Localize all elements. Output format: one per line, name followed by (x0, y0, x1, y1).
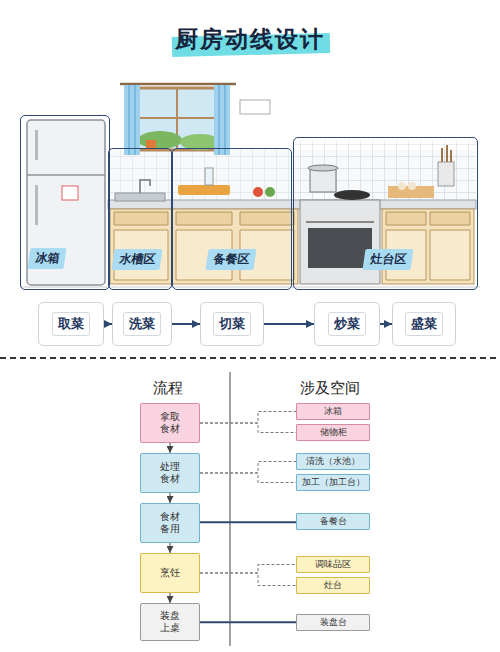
pot-lid (308, 165, 338, 171)
space-box: 冰箱 (296, 403, 370, 420)
fridge-divider (27, 174, 105, 176)
process-label: 拿取 食材 (159, 411, 181, 435)
process-label: 食材 备用 (159, 511, 181, 535)
process-label: 装盘 上桌 (159, 610, 181, 634)
step-label: 盛菜 (405, 312, 443, 336)
zone-label: 冰箱 (28, 248, 67, 269)
space-label: 装盘台 (320, 617, 347, 629)
column-divider (230, 372, 231, 646)
zone-label: 灶台区 (363, 249, 414, 270)
space-label: 调味品区 (315, 559, 351, 571)
process-label: 处理 食材 (159, 461, 181, 485)
oven-window (308, 228, 372, 268)
drawers (114, 212, 470, 225)
zone-outline: 冰箱 (20, 115, 110, 290)
oven-handle (306, 221, 374, 223)
flow-step: 取菜 (38, 302, 104, 346)
bottle (205, 168, 213, 185)
space-label: 清洗（水池） (306, 456, 360, 468)
zone-outline: 灶台区 (293, 137, 478, 290)
stove (300, 200, 380, 284)
window-bar (132, 117, 222, 119)
zone-label: 备餐区 (206, 249, 257, 270)
zone-outline: 水槽区 (108, 148, 172, 290)
window (132, 88, 222, 150)
process-box: 拿取 食材 (140, 403, 200, 443)
space-box: 灶台 (296, 577, 370, 594)
sink (115, 193, 165, 201)
step-label: 切菜 (213, 312, 251, 336)
space-label: 备餐台 (320, 516, 347, 528)
space-box: 备餐台 (296, 513, 370, 530)
step-label: 炒菜 (328, 312, 366, 336)
utensil-jar (438, 162, 454, 186)
process-box: 食材 备用 (140, 503, 200, 543)
column-header: 涉及空间 (300, 379, 360, 398)
dashed-connector (200, 573, 296, 586)
flow-step: 切菜 (200, 302, 264, 346)
fridge-handle (35, 130, 38, 160)
curtain (124, 85, 140, 155)
food-tray (178, 185, 230, 195)
curtain-stripes (129, 85, 225, 155)
process-label: 烹饪 (159, 567, 181, 579)
zone-outline: 备餐区 (172, 148, 292, 290)
wall-sign (240, 100, 270, 114)
space-label: 加工（加工台） (302, 477, 365, 489)
egg (398, 182, 406, 190)
floor-line (20, 287, 480, 288)
fridge-note (62, 186, 78, 200)
space-label: 灶台 (324, 580, 342, 592)
space-label: 储物柜 (320, 427, 347, 439)
process-box: 烹饪 (140, 553, 200, 593)
step-label: 取菜 (52, 312, 90, 336)
dashed-connector (200, 423, 296, 433)
utensils (442, 145, 451, 162)
dashed-connector (200, 412, 296, 424)
flow-arrow (170, 543, 171, 553)
dashed-connector (200, 462, 296, 474)
fridge-handle (35, 185, 38, 225)
section-divider (0, 357, 500, 359)
space-box: 加工（加工台） (296, 474, 370, 491)
process-box: 处理 食材 (140, 453, 200, 493)
flow-step: 洗菜 (112, 302, 172, 346)
cabinet-doors (114, 230, 470, 280)
dashed-connector (200, 473, 296, 483)
fridge (27, 120, 105, 285)
flow-step: 炒菜 (314, 302, 380, 346)
curtain (214, 85, 230, 155)
space-box: 装盘台 (296, 614, 370, 631)
flow-arrow (200, 621, 296, 623)
flow-arrow (380, 323, 392, 325)
space-box: 储物柜 (296, 424, 370, 441)
faucet (140, 180, 150, 193)
column-header: 流程 (153, 379, 183, 398)
egg (408, 182, 416, 190)
flow-arrow (172, 323, 200, 325)
bush (138, 131, 182, 149)
space-label: 冰箱 (324, 406, 342, 418)
stove-tiles (295, 140, 476, 202)
tomato (253, 187, 263, 197)
flow-arrow (170, 443, 171, 453)
flow-arrow (200, 521, 296, 523)
zone-label: 水槽区 (112, 249, 163, 270)
vegetable (265, 187, 275, 197)
pan (334, 190, 370, 200)
flow-arrow (264, 323, 314, 325)
flow-arrow (104, 323, 112, 325)
title: 厨房动线设计 (0, 24, 500, 55)
space-box: 清洗（水池） (296, 453, 370, 470)
dashed-connector (200, 565, 296, 574)
pot (310, 168, 336, 192)
process-box: 装盘 上桌 (140, 603, 200, 641)
step-label: 洗菜 (123, 312, 161, 336)
flow-arrow (170, 493, 171, 503)
curtain-rod (120, 83, 236, 86)
flow-step: 盛菜 (392, 302, 456, 346)
flow-arrow (170, 593, 171, 603)
space-box: 调味品区 (296, 556, 370, 573)
